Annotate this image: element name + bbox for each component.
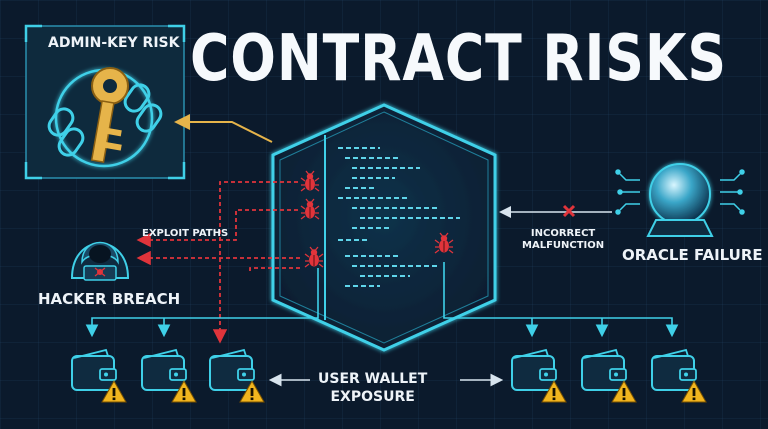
smart-contract-hexagon — [271, 103, 497, 352]
x-mark-icon — [562, 204, 576, 218]
user-wallet-exposure-label: USER WALLET EXPOSURE — [318, 370, 427, 406]
key-broken-chain-icon — [47, 67, 163, 163]
wallet-distribution-lines — [85, 262, 679, 338]
wallet-icon — [141, 349, 187, 391]
admin-key-connector — [174, 114, 273, 143]
exposure-line: EXPOSURE — [330, 389, 415, 405]
exploit-paths — [136, 181, 300, 344]
admin-key-risk-label: ADMIN-KEY RISK — [48, 35, 180, 51]
hacker-breach-label: HACKER BREACH — [38, 290, 181, 308]
incorrect-malfunction-label: INCORRECT MALFUNCTION — [522, 228, 604, 252]
user-wallet-line: USER WALLET — [318, 371, 428, 387]
incorrect-line: INCORRECT — [530, 228, 596, 239]
exploit-paths-label: EXPLOIT PATHS — [142, 228, 229, 239]
oracle-failure-label: ORACLE FAILURE — [622, 246, 763, 264]
wallet-row-left — [71, 349, 265, 403]
wallet-icon — [71, 349, 117, 391]
admin-key-panel — [24, 24, 186, 180]
crystal-ball-icon — [615, 163, 745, 237]
wallet-row-right — [511, 349, 707, 403]
wallet-icon — [581, 349, 627, 391]
malfunction-line: MALFUNCTION — [522, 240, 605, 251]
wallet-icon — [209, 349, 255, 391]
wallet-icon — [511, 349, 557, 391]
wallet-icon — [651, 349, 697, 391]
page-title: CONTRACT RISKS — [190, 22, 727, 96]
hooded-hacker-icon — [70, 241, 130, 281]
code-lines — [338, 147, 460, 287]
